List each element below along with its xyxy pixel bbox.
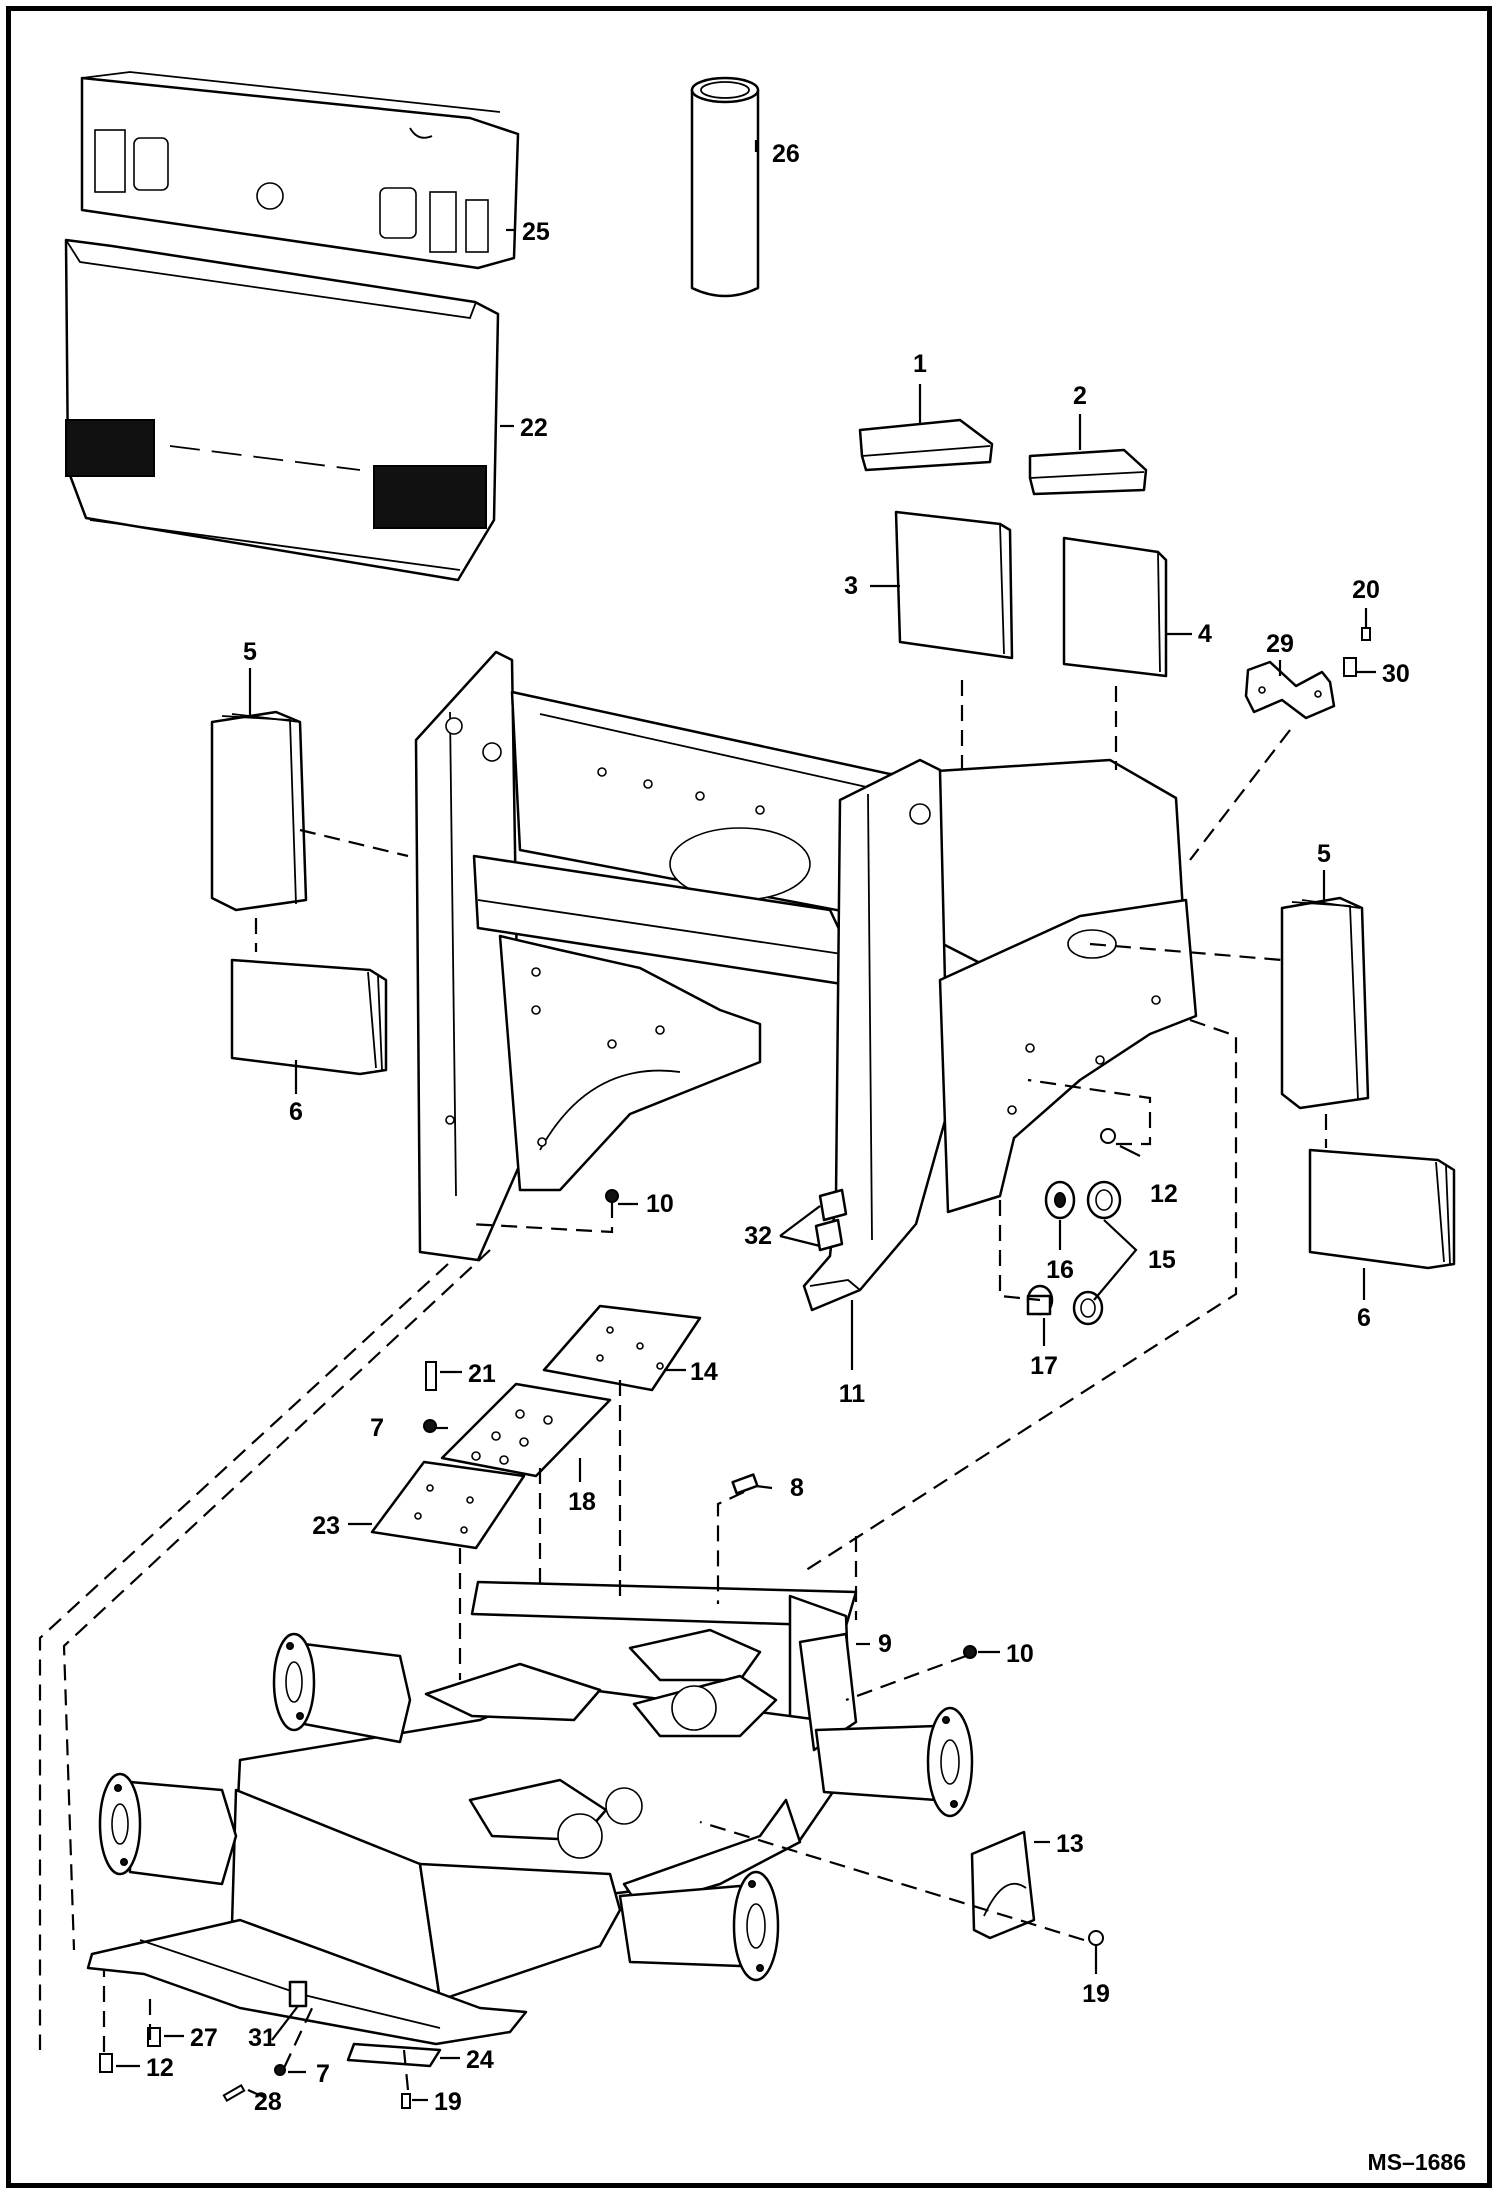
callout-8: 8 (790, 1474, 804, 1502)
part-26-tube (690, 76, 760, 298)
callout-1: 1 (913, 350, 927, 378)
callout-14: 14 (690, 1358, 718, 1386)
callout-20: 20 (1352, 576, 1380, 604)
part-15-bearing-upper (1086, 1180, 1122, 1220)
callout-labels: 1 2 3 4 5 5 6 6 7 7 8 9 10 10 11 12 12 1… (146, 140, 1410, 2116)
callout-18: 18 (568, 1488, 596, 1516)
callout-2: 2 (1073, 382, 1087, 410)
callout-32: 32 (744, 1222, 772, 1250)
part-22-rear-door (64, 238, 500, 582)
part-29-bracket (1244, 660, 1336, 720)
part-25-rear-panel (80, 71, 520, 270)
callout-23: 23 (312, 1512, 340, 1540)
part-32-bracket-upper (818, 1188, 848, 1222)
callout-25: 25 (522, 218, 550, 246)
part-23-plate (370, 1460, 526, 1550)
callout-31: 31 (248, 2024, 276, 2052)
part-16-washer (1044, 1180, 1076, 1220)
part-3-pad (894, 510, 1014, 660)
part-12-bolt-upper (1100, 1128, 1116, 1144)
part-28-spring-pin (222, 2084, 246, 2102)
callout-27: 27 (190, 2024, 218, 2052)
axle-front-left (98, 1772, 238, 1886)
callout-24: 24 (466, 2046, 494, 2074)
part-6-pad-left (230, 958, 388, 1076)
callout-9: 9 (878, 1630, 892, 1658)
callout-10-upper: 10 (646, 1190, 674, 1218)
part-30-nut (1343, 657, 1357, 677)
part-19-bolt-bottom (401, 2093, 411, 2109)
callout-17: 17 (1030, 1352, 1058, 1380)
part-7-washer-upper (423, 1419, 437, 1433)
part-2-pad (1028, 448, 1148, 496)
callout-7-lower: 7 (316, 2060, 330, 2088)
part-13-cover (970, 1830, 1036, 1940)
part-6-pad-right (1308, 1148, 1456, 1270)
assembly-dashed-lines (38, 680, 1328, 2091)
callout-11: 11 (839, 1380, 866, 1408)
axle-front-right (618, 1870, 780, 1982)
part-1-pad (858, 418, 994, 472)
callout-12-lower: 12 (146, 2054, 174, 2082)
part-14-plate (542, 1304, 702, 1392)
callout-5-left: 5 (243, 638, 257, 666)
callout-10-lower: 10 (1006, 1640, 1034, 1668)
callout-5-right: 5 (1317, 840, 1331, 868)
part-8-bolt (731, 1473, 759, 1495)
callout-19-right: 19 (1082, 1980, 1110, 2008)
part-5-pad-right (1280, 896, 1370, 1110)
part-7-washer-lower (274, 2064, 286, 2076)
callout-16: 16 (1046, 1256, 1074, 1284)
drawing-code: MS–1686 (1368, 2149, 1466, 2175)
callout-30: 30 (1382, 660, 1410, 688)
part-19-bolt-right (1088, 1930, 1104, 1946)
part-5-pad-left (210, 710, 308, 912)
part-4-pad (1062, 536, 1168, 678)
callout-13: 13 (1056, 1830, 1084, 1858)
callout-6-left: 6 (289, 1098, 303, 1126)
callout-7-upper: 7 (370, 1414, 384, 1442)
part-10-nut-upper (605, 1189, 619, 1203)
part-12-bolt-lower (99, 2053, 113, 2073)
callout-28: 28 (254, 2088, 282, 2116)
part-11-leg (809, 1279, 861, 1291)
part-10-nut-lower (963, 1645, 977, 1659)
leader-lines (116, 140, 1376, 2102)
part-18-plate (440, 1382, 612, 1478)
callout-3: 3 (844, 572, 858, 600)
axle-rear-right (814, 1706, 974, 1818)
callout-4: 4 (1198, 620, 1212, 648)
part-20-bolt (1361, 627, 1371, 641)
callout-22: 22 (520, 414, 548, 442)
callout-6-right: 6 (1357, 1304, 1371, 1332)
part-24-strap (346, 2042, 442, 2068)
main-frame (414, 650, 1198, 1312)
callout-12-upper: 12 (1150, 1180, 1178, 1208)
part-21-bolt (425, 1361, 437, 1391)
axle-rear-left (272, 1632, 412, 1744)
callout-21: 21 (468, 1360, 496, 1388)
callout-19-bottom: 19 (434, 2088, 462, 2116)
callout-26: 26 (772, 140, 800, 168)
part-32-bracket-lower (814, 1218, 844, 1252)
callout-29: 29 (1266, 630, 1294, 658)
callout-15: 15 (1148, 1246, 1176, 1274)
part-31-pin (288, 1980, 308, 2008)
lower-chassis (86, 1580, 858, 2046)
